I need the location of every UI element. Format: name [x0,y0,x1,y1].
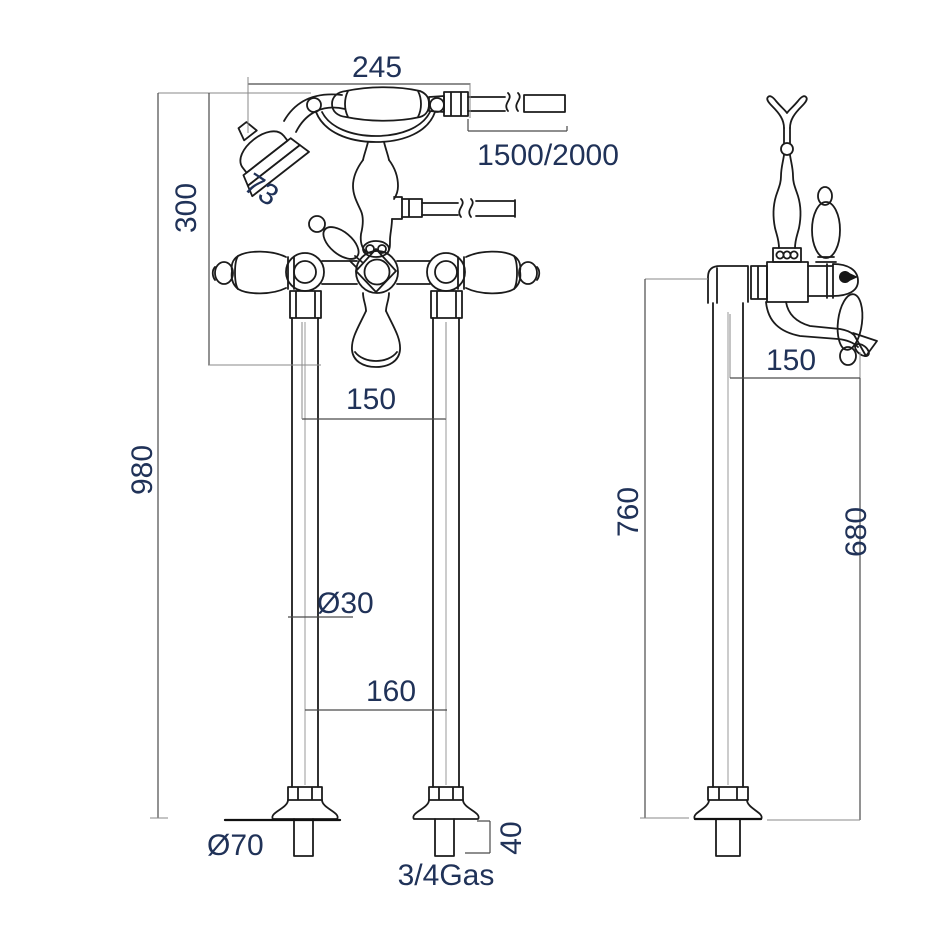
dim-spout-reach: 150 [766,344,816,377]
riser-column [352,159,399,253]
dim-inlet-height: 760 [612,487,645,537]
handle-side-top [811,186,841,263]
dim-riser-centres-top: 150 [346,383,396,416]
dim-overall-width: 245 [352,51,402,84]
cradle-post [772,154,802,263]
hand-shower-head [237,121,310,198]
side-view: 150 760 680 [612,95,878,857]
dim-hose-length: 1500/2000 [477,139,619,172]
shower-hose [467,92,566,113]
handset-cradle [306,97,445,161]
handset-grip [331,86,430,122]
dimension-lines-side [640,278,861,821]
spout-side [765,301,878,357]
dim-connection-thread: 3/4Gas [398,859,495,892]
dim-body-drop: 300 [170,183,203,233]
union-blocks [289,290,463,319]
dim-overall-height: 980 [126,445,159,495]
hose-outlet [391,196,516,220]
front-view: 245 1500/2000 73 300 980 150 Ø30 160 Ø70… [126,51,619,892]
dim-flange-diameter: Ø70 [207,829,264,862]
dim-tail-below-floor: 40 [495,821,528,854]
body-side [707,261,859,304]
dimension-labels-front: 245 1500/2000 73 300 980 150 Ø30 160 Ø70… [126,51,619,892]
dimension-lines-front [150,77,568,854]
riser-pipe-side [693,302,763,857]
handle-left [211,250,287,295]
handle-right [465,250,541,295]
dim-spout-height: 680 [840,507,873,557]
handle-side-lower [836,293,864,366]
dimension-labels-side: 150 760 680 [612,344,873,557]
spout-front [351,292,401,368]
riser-pipe-left [271,317,339,857]
dim-riser-centres-floor: 160 [366,675,416,708]
dim-riser-diameter: Ø30 [317,587,374,620]
fork-cradle [766,95,808,156]
